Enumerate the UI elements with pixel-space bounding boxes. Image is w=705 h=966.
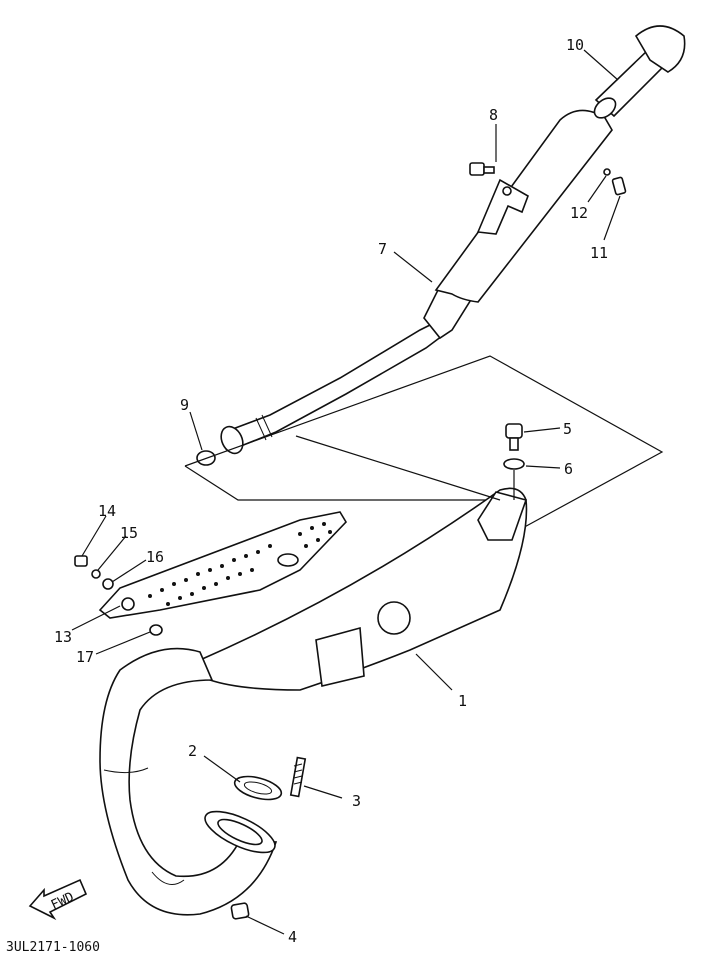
callout-11: 11 (590, 244, 608, 262)
callout-12: 12 (570, 204, 588, 222)
callout-3: 3 (352, 792, 361, 810)
collar-16 (102, 578, 114, 590)
washer-12 (603, 168, 611, 176)
bolt-14 (74, 555, 88, 567)
callout-2: 2 (188, 742, 197, 760)
grommet-17 (149, 624, 163, 636)
silencer-assembly (220, 25, 686, 455)
callout-7: 7 (378, 240, 387, 258)
bolt-8 (469, 162, 485, 176)
callout-4: 4 (288, 928, 297, 946)
callout-10: 10 (566, 36, 584, 54)
fwd-arrow: FWD (28, 878, 88, 921)
callout-14: 14 (98, 502, 116, 520)
callout-15: 15 (120, 524, 138, 542)
washer-15 (91, 569, 101, 579)
callout-13: 13 (54, 628, 72, 646)
heat-shield (98, 511, 348, 619)
assembly-box (184, 355, 664, 531)
gasket-2 (233, 775, 283, 801)
callout-6: 6 (564, 460, 573, 478)
nut-4 (230, 902, 250, 920)
tail-pipe-cap (634, 25, 686, 73)
callout-17: 17 (76, 648, 94, 666)
callout-1: 1 (458, 692, 467, 710)
expansion-chamber (99, 487, 528, 916)
screw-11 (611, 176, 627, 196)
callout-8: 8 (489, 106, 498, 124)
leader-lines (71, 49, 621, 935)
silencer-fasteners (469, 162, 627, 196)
bolt-5 (505, 423, 523, 439)
heat-shield-holes (148, 522, 332, 606)
washer-6 (503, 458, 525, 470)
silencer-mount-bracket (476, 178, 529, 235)
part-number: 3UL2171-1060 (6, 940, 100, 955)
callout-5: 5 (563, 420, 572, 438)
callout-9: 9 (180, 396, 189, 414)
chamber-mount-bracket (477, 491, 528, 541)
callout-16: 16 (146, 548, 164, 566)
